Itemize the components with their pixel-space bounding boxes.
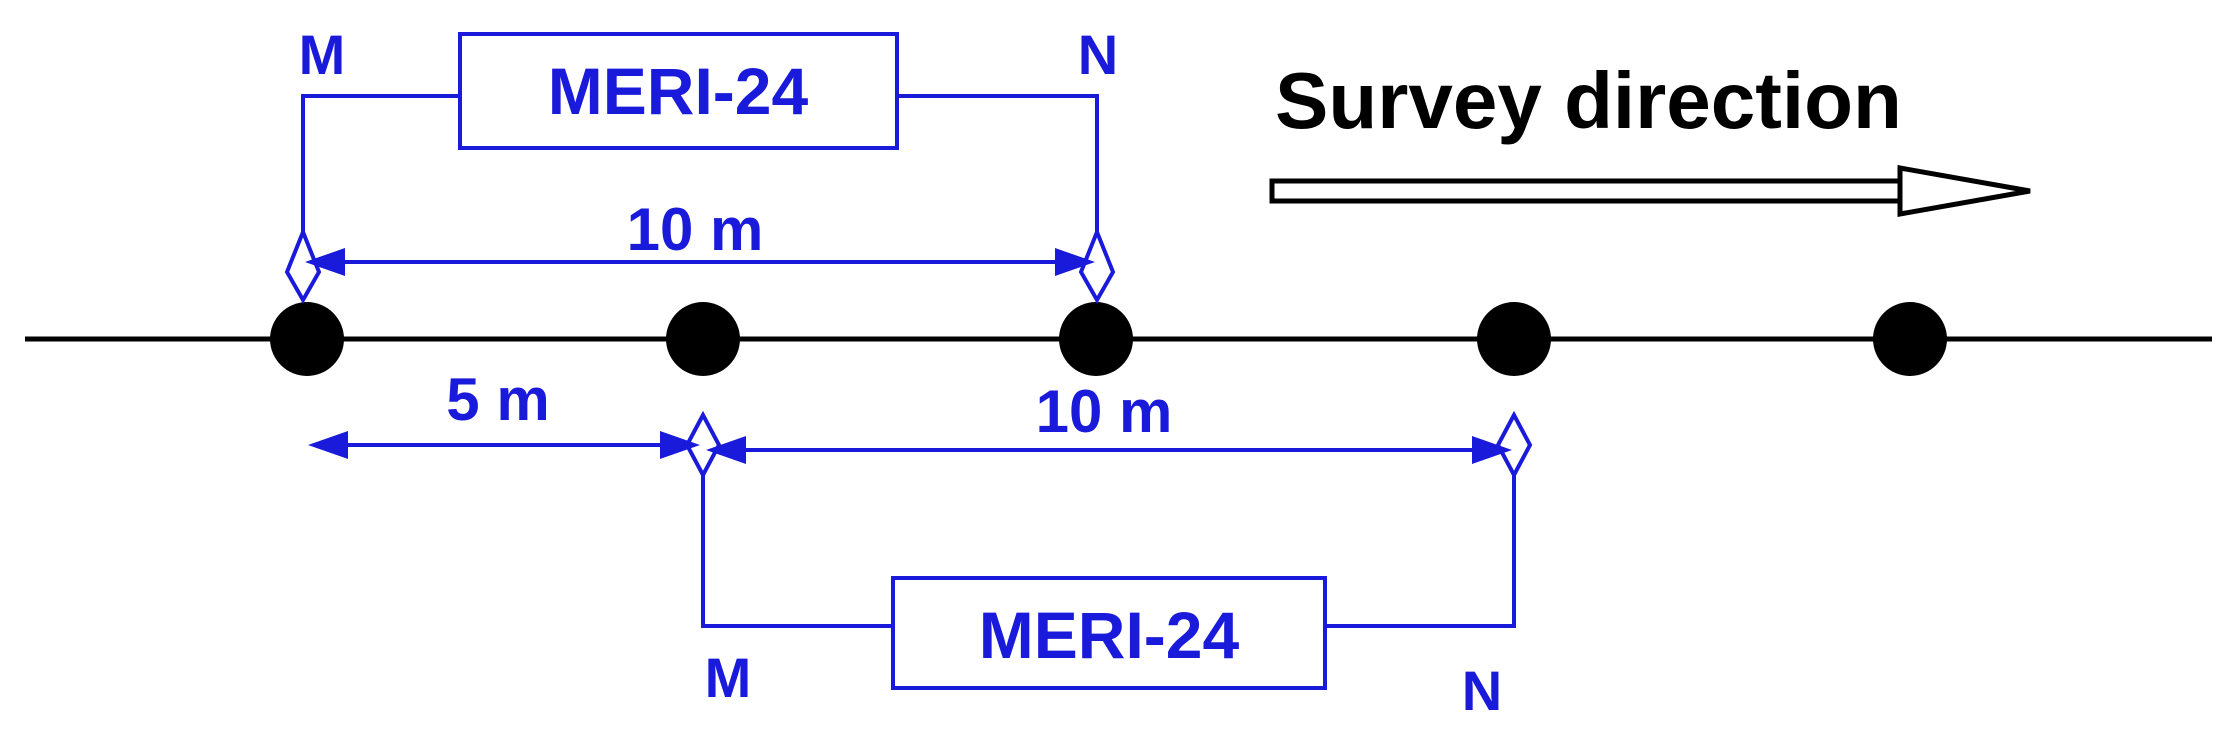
survey-arrow-shaft [1269,178,1907,204]
station-marker [270,302,344,376]
survey-direction-arrow [1269,165,2031,217]
top-instrument-label: MERI-24 [548,54,809,128]
bottom-instrument-label: MERI-24 [979,598,1240,672]
top-electrode-n-tip [1078,226,1116,305]
station-marker [1873,302,1947,376]
top-dimension-arrowhead-right [1055,248,1095,276]
top-instrument-box [458,32,899,150]
bottom-electrode-n-label: N [1462,659,1502,722]
survey-direction-label: Survey direction [1275,56,1902,145]
top-electrode-n-label: N [1078,23,1118,86]
bottom-instrument-box [891,576,1327,690]
station-marker [1059,302,1133,376]
bottom-dimension-arrowhead-right [1472,436,1512,464]
bottom-shift-arrowhead-right [660,431,700,459]
survey-arrow-head [1897,165,2031,217]
top-configuration [284,32,1116,305]
top-electrode-m-tip [284,226,322,305]
bottom-shift-arrowhead-left [308,431,348,459]
station-marker [1477,302,1551,376]
bottom-spacing-label: 10 m [1036,378,1173,445]
station-marker [666,302,740,376]
top-cable-right [897,94,1099,234]
top-dimension-arrowhead-left [305,248,345,276]
bottom-configuration [330,410,1533,690]
station-markers [270,302,1947,376]
top-electrode-m-label: M [299,23,346,86]
top-spacing-label: 10 m [627,196,764,263]
bottom-dimension-arrowhead-left [706,436,746,464]
bottom-cable-right [1325,475,1516,628]
top-cable-left [301,94,460,234]
bottom-shift-label: 5 m [446,366,549,433]
bottom-electrode-n-tip [1495,410,1533,480]
bottom-cable-left [701,475,893,628]
bottom-electrode-m-label: M [705,646,752,709]
